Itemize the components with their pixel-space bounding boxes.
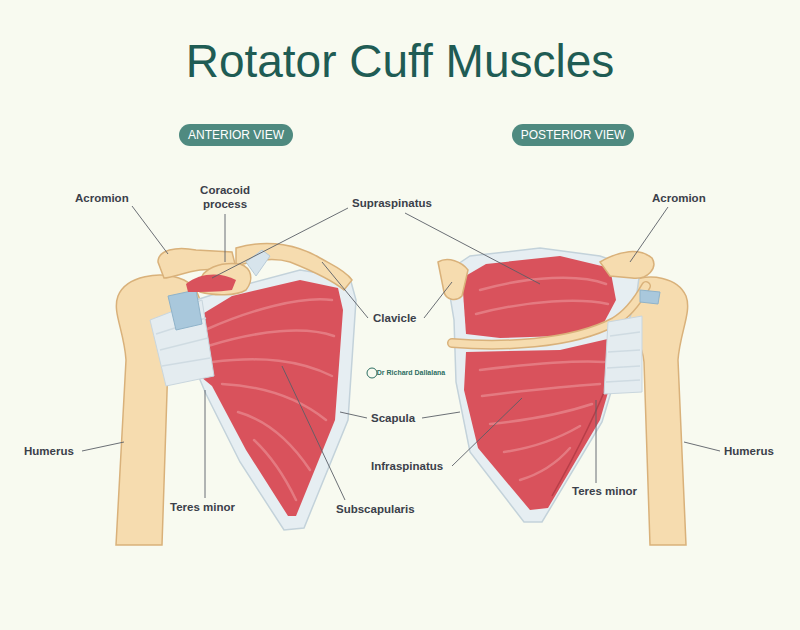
tendon bbox=[640, 290, 660, 304]
teres-minor-border bbox=[552, 372, 612, 496]
illustration-part bbox=[424, 282, 452, 318]
illustration-part bbox=[208, 331, 334, 346]
diagram-title: Rotator Cuff Muscles bbox=[0, 34, 800, 88]
view-label: ANTERIOR VIEW bbox=[188, 128, 284, 142]
logo-icon bbox=[367, 368, 377, 378]
part-label: Humerus bbox=[24, 445, 74, 459]
part-label: Acromion bbox=[75, 192, 129, 206]
illustration-part bbox=[212, 359, 332, 376]
part-label: Subscapularis bbox=[336, 503, 415, 517]
tendon-fibres bbox=[606, 332, 640, 382]
anterior-view bbox=[116, 243, 356, 545]
biceps-tendon bbox=[168, 290, 202, 330]
part-label: Scapula bbox=[371, 412, 415, 426]
illustration-part bbox=[684, 442, 720, 451]
acromion-bone bbox=[600, 252, 654, 279]
illustration-part bbox=[480, 278, 606, 290]
part-label: Clavicle bbox=[373, 312, 416, 326]
part-label: Teres minor bbox=[170, 501, 235, 515]
illustration-part bbox=[608, 350, 640, 352]
illustration-part bbox=[222, 384, 326, 420]
illustration-part bbox=[82, 442, 124, 451]
illustration-part bbox=[225, 214, 226, 262]
part-label: Teres minor bbox=[572, 485, 637, 499]
watermark: Dr Richard Dallalana bbox=[377, 369, 445, 377]
illustration-part bbox=[480, 361, 604, 370]
part-label: Coracoid process bbox=[185, 184, 265, 212]
part-label: Acromion bbox=[652, 192, 706, 206]
part-label: Supraspinatus bbox=[352, 197, 432, 211]
cuff-tendon bbox=[604, 316, 642, 394]
illustration-part bbox=[340, 412, 367, 418]
view-label: POSTERIOR VIEW bbox=[521, 128, 626, 142]
illustration-part bbox=[606, 380, 640, 382]
illustration-part bbox=[162, 358, 210, 366]
supraspinatus-muscle bbox=[186, 274, 236, 292]
illustration-part bbox=[282, 366, 345, 500]
part-label: Humerus bbox=[724, 445, 774, 459]
view-badge: ANTERIOR VIEW bbox=[179, 124, 293, 146]
illustration-part bbox=[520, 448, 570, 480]
view-badge: POSTERIOR VIEW bbox=[512, 124, 635, 146]
infraspinatus-muscle bbox=[464, 338, 618, 510]
posterior-view bbox=[438, 248, 688, 545]
illustration-part bbox=[610, 332, 640, 336]
illustration-part bbox=[160, 338, 208, 350]
illustration-part bbox=[482, 384, 600, 396]
illustration-part bbox=[132, 206, 168, 254]
illustration-part bbox=[607, 366, 640, 368]
muscle-fibres bbox=[205, 299, 334, 500]
illustration-part bbox=[452, 398, 522, 466]
part-label: Infraspinatus bbox=[371, 460, 443, 474]
clavicle-bone bbox=[236, 243, 352, 290]
illustration-part bbox=[205, 299, 332, 330]
illustration-part bbox=[205, 390, 206, 498]
muscle-fibres bbox=[476, 278, 608, 480]
illustration-part bbox=[422, 412, 460, 418]
leader-lines bbox=[82, 206, 720, 500]
illustration-part bbox=[630, 207, 668, 262]
illustration-part bbox=[405, 213, 540, 284]
illustration-part bbox=[476, 301, 608, 314]
illustration-part bbox=[322, 262, 368, 318]
illustration-part bbox=[212, 208, 348, 278]
illustration-part bbox=[596, 400, 597, 483]
illustration-part bbox=[254, 440, 296, 500]
